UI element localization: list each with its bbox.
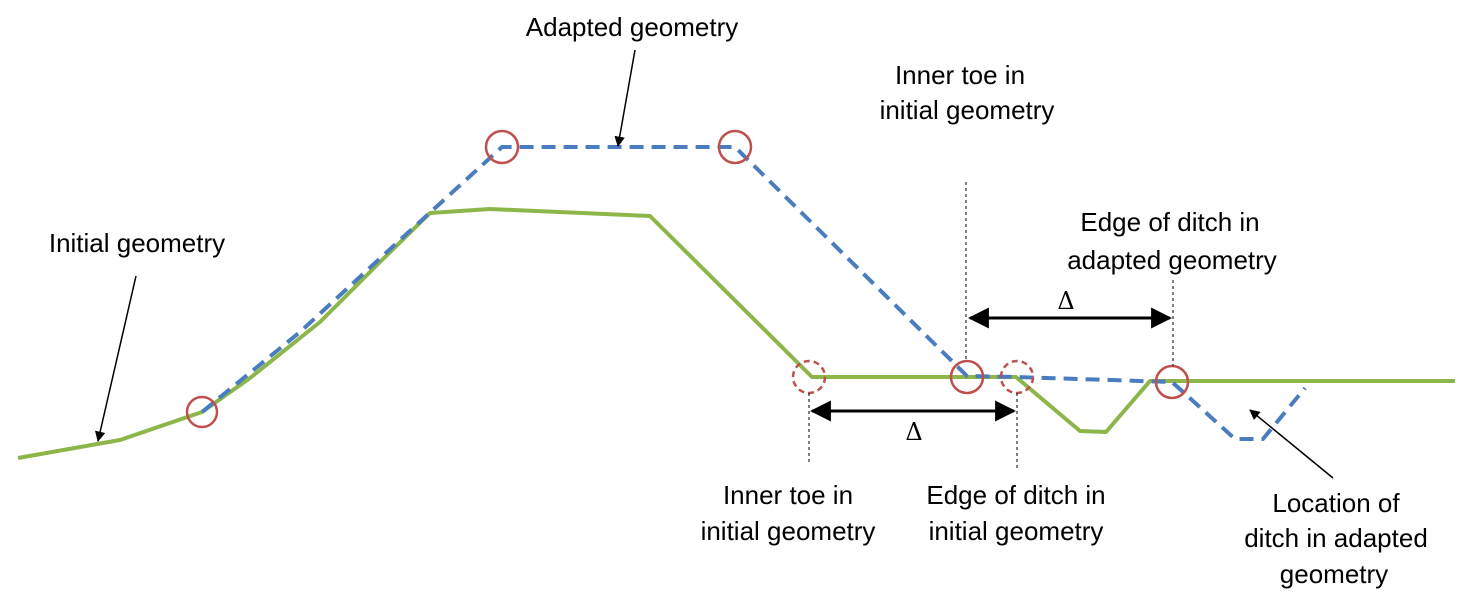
label-delta-lower: Δ bbox=[905, 418, 922, 446]
label-adapted-geometry: Adapted geometry bbox=[526, 12, 738, 42]
label-delta-upper: Δ bbox=[1057, 287, 1074, 315]
marker-circle-edge-ditch-adapted bbox=[1154, 364, 1190, 400]
label-ditch-location-line3: geometry bbox=[1280, 559, 1388, 589]
marker-circle-lower-left bbox=[185, 395, 219, 429]
pointer-arrow-ditch-location bbox=[1249, 409, 1334, 479]
initial-geometry-line bbox=[17, 207, 1455, 460]
pointer-arrow-initial bbox=[95, 275, 137, 443]
label-ditch-location-line2: ditch in adapted bbox=[1244, 523, 1428, 553]
label-edge-initial-line1: Edge of ditch in bbox=[926, 480, 1105, 510]
marker-circle-crest-right bbox=[717, 129, 753, 165]
label-inner-toe-top-line1: Inner toe in bbox=[895, 60, 1025, 90]
marker-circle-crest-left bbox=[484, 129, 520, 165]
label-edge-adapted-line1: Edge of ditch in bbox=[1080, 207, 1259, 237]
label-edge-initial-line2: initial geometry bbox=[929, 516, 1104, 546]
adapted-geometry-line bbox=[200, 145, 1307, 441]
label-inner-toe-top-line2: initial geometry bbox=[880, 95, 1055, 125]
label-inner-toe-bottom-line1: Inner toe in bbox=[723, 480, 853, 510]
label-inner-toe-bottom-line2: initial geometry bbox=[701, 516, 876, 546]
label-initial-geometry: Initial geometry bbox=[49, 228, 225, 258]
label-edge-adapted-line2: adapted geometry bbox=[1067, 245, 1277, 275]
marker-circle-inner-toe-adapted bbox=[949, 359, 985, 395]
pointer-arrow-adapted bbox=[614, 49, 636, 148]
label-ditch-location-line1: Location of bbox=[1272, 488, 1400, 518]
